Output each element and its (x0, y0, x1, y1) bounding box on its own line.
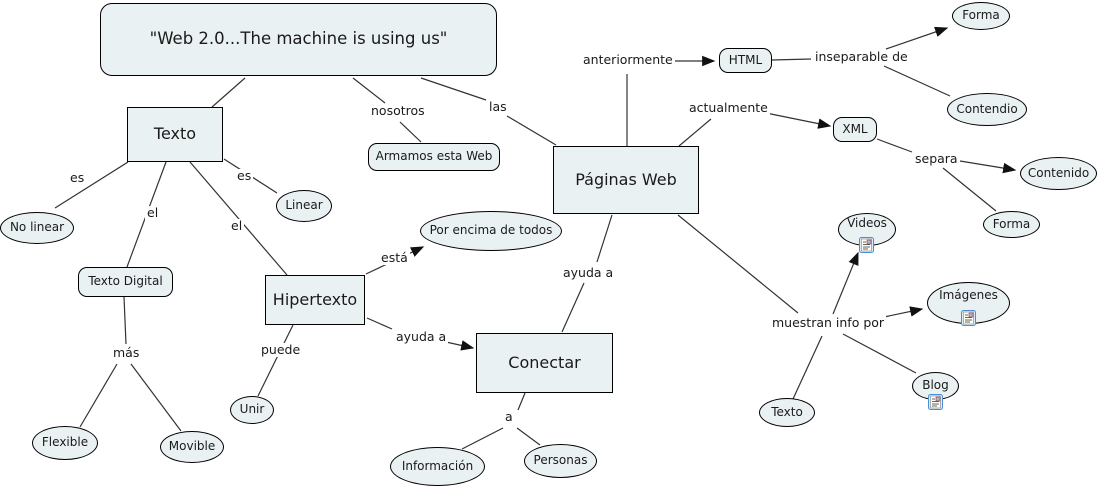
link-label-anteriormente[interactable]: anteriormente (581, 52, 675, 67)
node-no-linear[interactable]: No linear (0, 212, 74, 244)
node-informacion[interactable]: Información (390, 447, 485, 486)
link-label-inseparable-de[interactable]: inseparable de (813, 49, 910, 64)
link-label-es-left[interactable]: es (68, 170, 87, 185)
node-linear[interactable]: Linear (276, 190, 332, 222)
node-conectar[interactable]: Conectar (476, 333, 613, 393)
node-title[interactable]: "Web 2.0...The machine is using us" (100, 3, 497, 76)
node-unir[interactable]: Unir (230, 396, 274, 424)
node-contendio[interactable]: Contendio (947, 93, 1027, 126)
node-personas[interactable]: Personas (524, 444, 597, 478)
videos-resource-icon[interactable] (859, 237, 874, 253)
link-label-separa[interactable]: separa (913, 151, 960, 166)
link-label-las[interactable]: las (487, 99, 509, 114)
blog-resource-icon[interactable] (928, 394, 943, 410)
node-xml[interactable]: XML (833, 117, 877, 142)
link-label-a[interactable]: a (503, 409, 515, 424)
imagenes-resource-icon[interactable] (961, 310, 976, 326)
link-label-mas[interactable]: más (111, 345, 142, 360)
node-texto-small[interactable]: Texto (759, 398, 815, 427)
link-label-actualmente[interactable]: actualmente (687, 100, 770, 115)
link-label-nosotros[interactable]: nosotros (369, 103, 427, 118)
node-blog[interactable]: Blog (912, 372, 959, 400)
link-label-ayuda-a-hipertexto[interactable]: ayuda a (394, 329, 449, 344)
node-paginas-web[interactable]: Páginas Web (553, 146, 699, 214)
link-label-es-right[interactable]: es (235, 168, 254, 183)
node-contenido[interactable]: Contenido (1020, 157, 1097, 190)
link-label-puede[interactable]: puede (259, 342, 303, 357)
link-label-el-left[interactable]: el (145, 205, 161, 220)
node-forma-bottom[interactable]: Forma (983, 211, 1040, 238)
node-forma-top[interactable]: Forma (952, 2, 1010, 30)
node-hipertexto[interactable]: Hipertexto (265, 275, 365, 325)
node-armamos-esta-web[interactable]: Armamos esta Web (368, 143, 500, 171)
link-label-ayuda-a-paginas[interactable]: ayuda a (561, 265, 616, 280)
link-label-esta[interactable]: está (379, 250, 410, 265)
node-flexible[interactable]: Flexible (32, 426, 98, 460)
node-texto-digital[interactable]: Texto Digital (78, 267, 173, 297)
node-html[interactable]: HTML (719, 48, 772, 73)
link-label-muestran-info-por[interactable]: muestran info por (770, 315, 887, 330)
node-por-encima-de-todos[interactable]: Por encima de todos (420, 211, 562, 251)
node-texto[interactable]: Texto (127, 107, 223, 162)
node-movible[interactable]: Movible (160, 431, 224, 463)
link-label-el-right[interactable]: el (229, 218, 245, 233)
